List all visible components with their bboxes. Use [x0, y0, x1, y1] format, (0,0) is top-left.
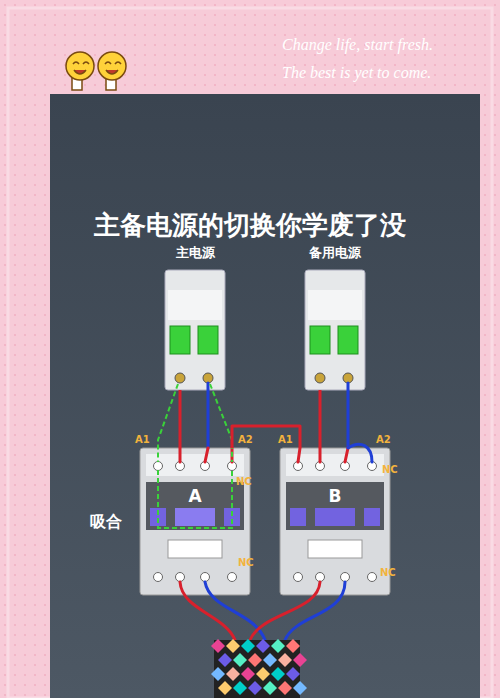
contactor: A [140, 448, 250, 595]
terminal-label: A1 [135, 434, 150, 445]
screen-tile [271, 667, 285, 681]
title: 主备电源的切换你学废了没 [0, 208, 500, 243]
screen-tile [226, 639, 240, 653]
screen-tile [278, 653, 292, 667]
screen-tile [218, 681, 232, 695]
screen-tile [233, 681, 247, 695]
wire [319, 390, 322, 448]
breaker-label: 备用电源 [285, 244, 385, 262]
contactor-label: A [140, 486, 250, 506]
terminal-label: NC [382, 464, 398, 475]
screen-tile [263, 653, 277, 667]
breaker-label: 主电源 [145, 244, 245, 262]
screen-tile [211, 639, 225, 653]
breaker: 主电源 [165, 270, 225, 390]
terminal-label: A1 [278, 434, 293, 445]
screen-tile [233, 653, 247, 667]
terminal-label: A2 [238, 434, 253, 445]
screen-tile [278, 681, 292, 695]
screen-tile [226, 667, 240, 681]
screen-tile [241, 667, 255, 681]
contactor-label: B [280, 486, 390, 506]
screen-tile [248, 681, 262, 695]
terminal-label: NC [238, 557, 254, 568]
screen-tile [256, 667, 270, 681]
screen-tile [293, 653, 307, 667]
screen-tile [241, 639, 255, 653]
slogan: The best is yet to come. [282, 64, 431, 82]
slogan: Change life, start fresh. [282, 36, 433, 54]
contactor: B [280, 448, 390, 595]
screen-tile [218, 653, 232, 667]
terminal-label: NC [380, 567, 396, 578]
terminal-label: A2 [376, 434, 391, 445]
wire [179, 390, 182, 448]
screen-tile [248, 653, 262, 667]
screen-tile [293, 681, 307, 695]
breaker: 备用电源 [305, 270, 365, 390]
screen-tile [256, 639, 270, 653]
wire [232, 426, 300, 448]
terminal-label: NC [236, 476, 252, 487]
screen-tile [211, 667, 225, 681]
state-label: 吸合 [90, 512, 122, 533]
screen-tile [286, 639, 300, 653]
screen-tile [271, 639, 285, 653]
screen-tile [286, 667, 300, 681]
screen-tile [263, 681, 277, 695]
